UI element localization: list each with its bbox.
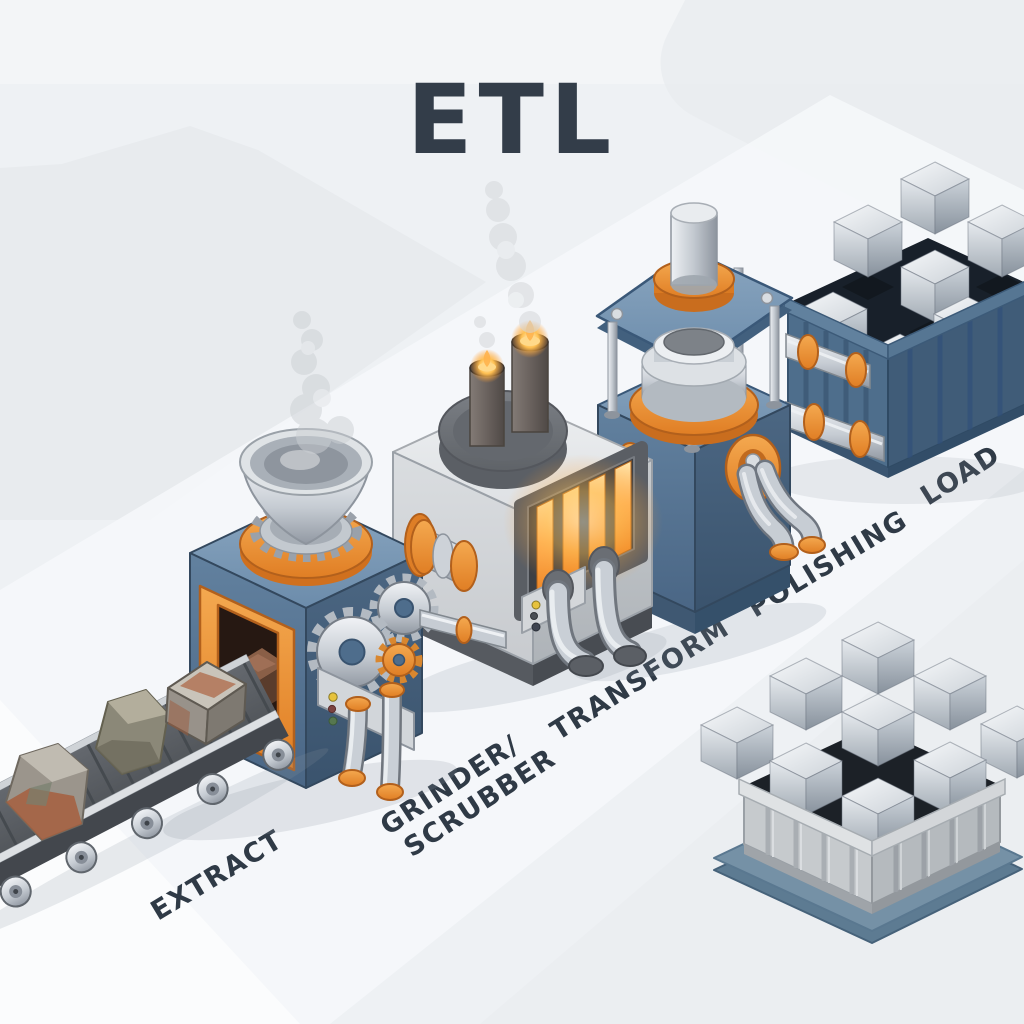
- pipe-flange: [845, 352, 867, 388]
- pipe-flange: [849, 420, 871, 458]
- metal-cube: [832, 204, 904, 278]
- belt-rollers: [0, 738, 295, 908]
- shadow: [0, 748, 329, 940]
- pipe-flange: [450, 540, 478, 592]
- smoke: [474, 181, 541, 348]
- container-ribs: [907, 293, 1003, 458]
- grinder-base: [533, 606, 652, 686]
- metal-cube: [768, 742, 844, 816]
- gear-ring: [250, 500, 362, 562]
- belt-frame: [0, 714, 289, 899]
- rivet: [610, 307, 624, 321]
- metal-cube: [840, 621, 916, 695]
- conveyor-belt: [0, 653, 329, 940]
- press-base: [695, 565, 790, 634]
- drain-pipes: [338, 682, 405, 801]
- metal-cube: [912, 657, 988, 731]
- background-shape: [0, 126, 486, 520]
- bin-base-edge: [872, 842, 1000, 914]
- press-piston: [653, 202, 735, 312]
- rivet: [760, 291, 774, 305]
- indicator-light: [328, 716, 338, 726]
- gear-icon: [369, 573, 439, 643]
- bin-ribs: [772, 802, 858, 896]
- container-base-edge: [888, 404, 1024, 478]
- metal-cube: [699, 706, 775, 780]
- metal-cube: [899, 161, 971, 235]
- smoke: [290, 311, 354, 454]
- metal-cube: [840, 777, 916, 851]
- ore-rock: [5, 743, 89, 841]
- gear-icon: [375, 636, 423, 684]
- polishing-press: [573, 202, 827, 682]
- bin-base-edge: [744, 844, 872, 914]
- indicator-light: [531, 600, 541, 610]
- metal-cube: [966, 204, 1024, 278]
- ore-rock: [95, 689, 169, 775]
- indicator-light: [530, 612, 538, 620]
- pipe-flange: [797, 334, 819, 370]
- pipe-collar: [432, 533, 454, 579]
- indicator-light: [327, 704, 337, 714]
- metal-cube: [768, 657, 844, 731]
- press-head: [629, 327, 759, 445]
- container-rim: [887, 281, 1024, 361]
- pipe-flange: [455, 616, 473, 644]
- grinder-scrubber-machine: [392, 320, 667, 713]
- output-bin: [699, 621, 1024, 944]
- page-title: ETL: [407, 64, 617, 176]
- metal-cube: [979, 705, 1024, 779]
- hopper-funnel: [239, 428, 373, 586]
- exhaust-pipes: [736, 459, 826, 561]
- bin-ribs: [893, 790, 983, 892]
- bin-rim: [871, 777, 1006, 858]
- exhaust-pipes: [542, 546, 647, 677]
- indicator-light: [328, 692, 338, 702]
- container-ribs: [803, 322, 869, 458]
- metal-cube: [840, 693, 916, 767]
- metal-cubes: [699, 621, 1024, 851]
- bin-ribs: [765, 800, 855, 894]
- shadow: [770, 456, 1024, 504]
- connector-pipes: [404, 513, 507, 649]
- indicator-light: [531, 622, 541, 632]
- bin-ribs: [900, 788, 986, 890]
- transfer-pipes: [785, 332, 885, 463]
- pipe-flange: [803, 403, 825, 441]
- ore-rock: [165, 661, 247, 745]
